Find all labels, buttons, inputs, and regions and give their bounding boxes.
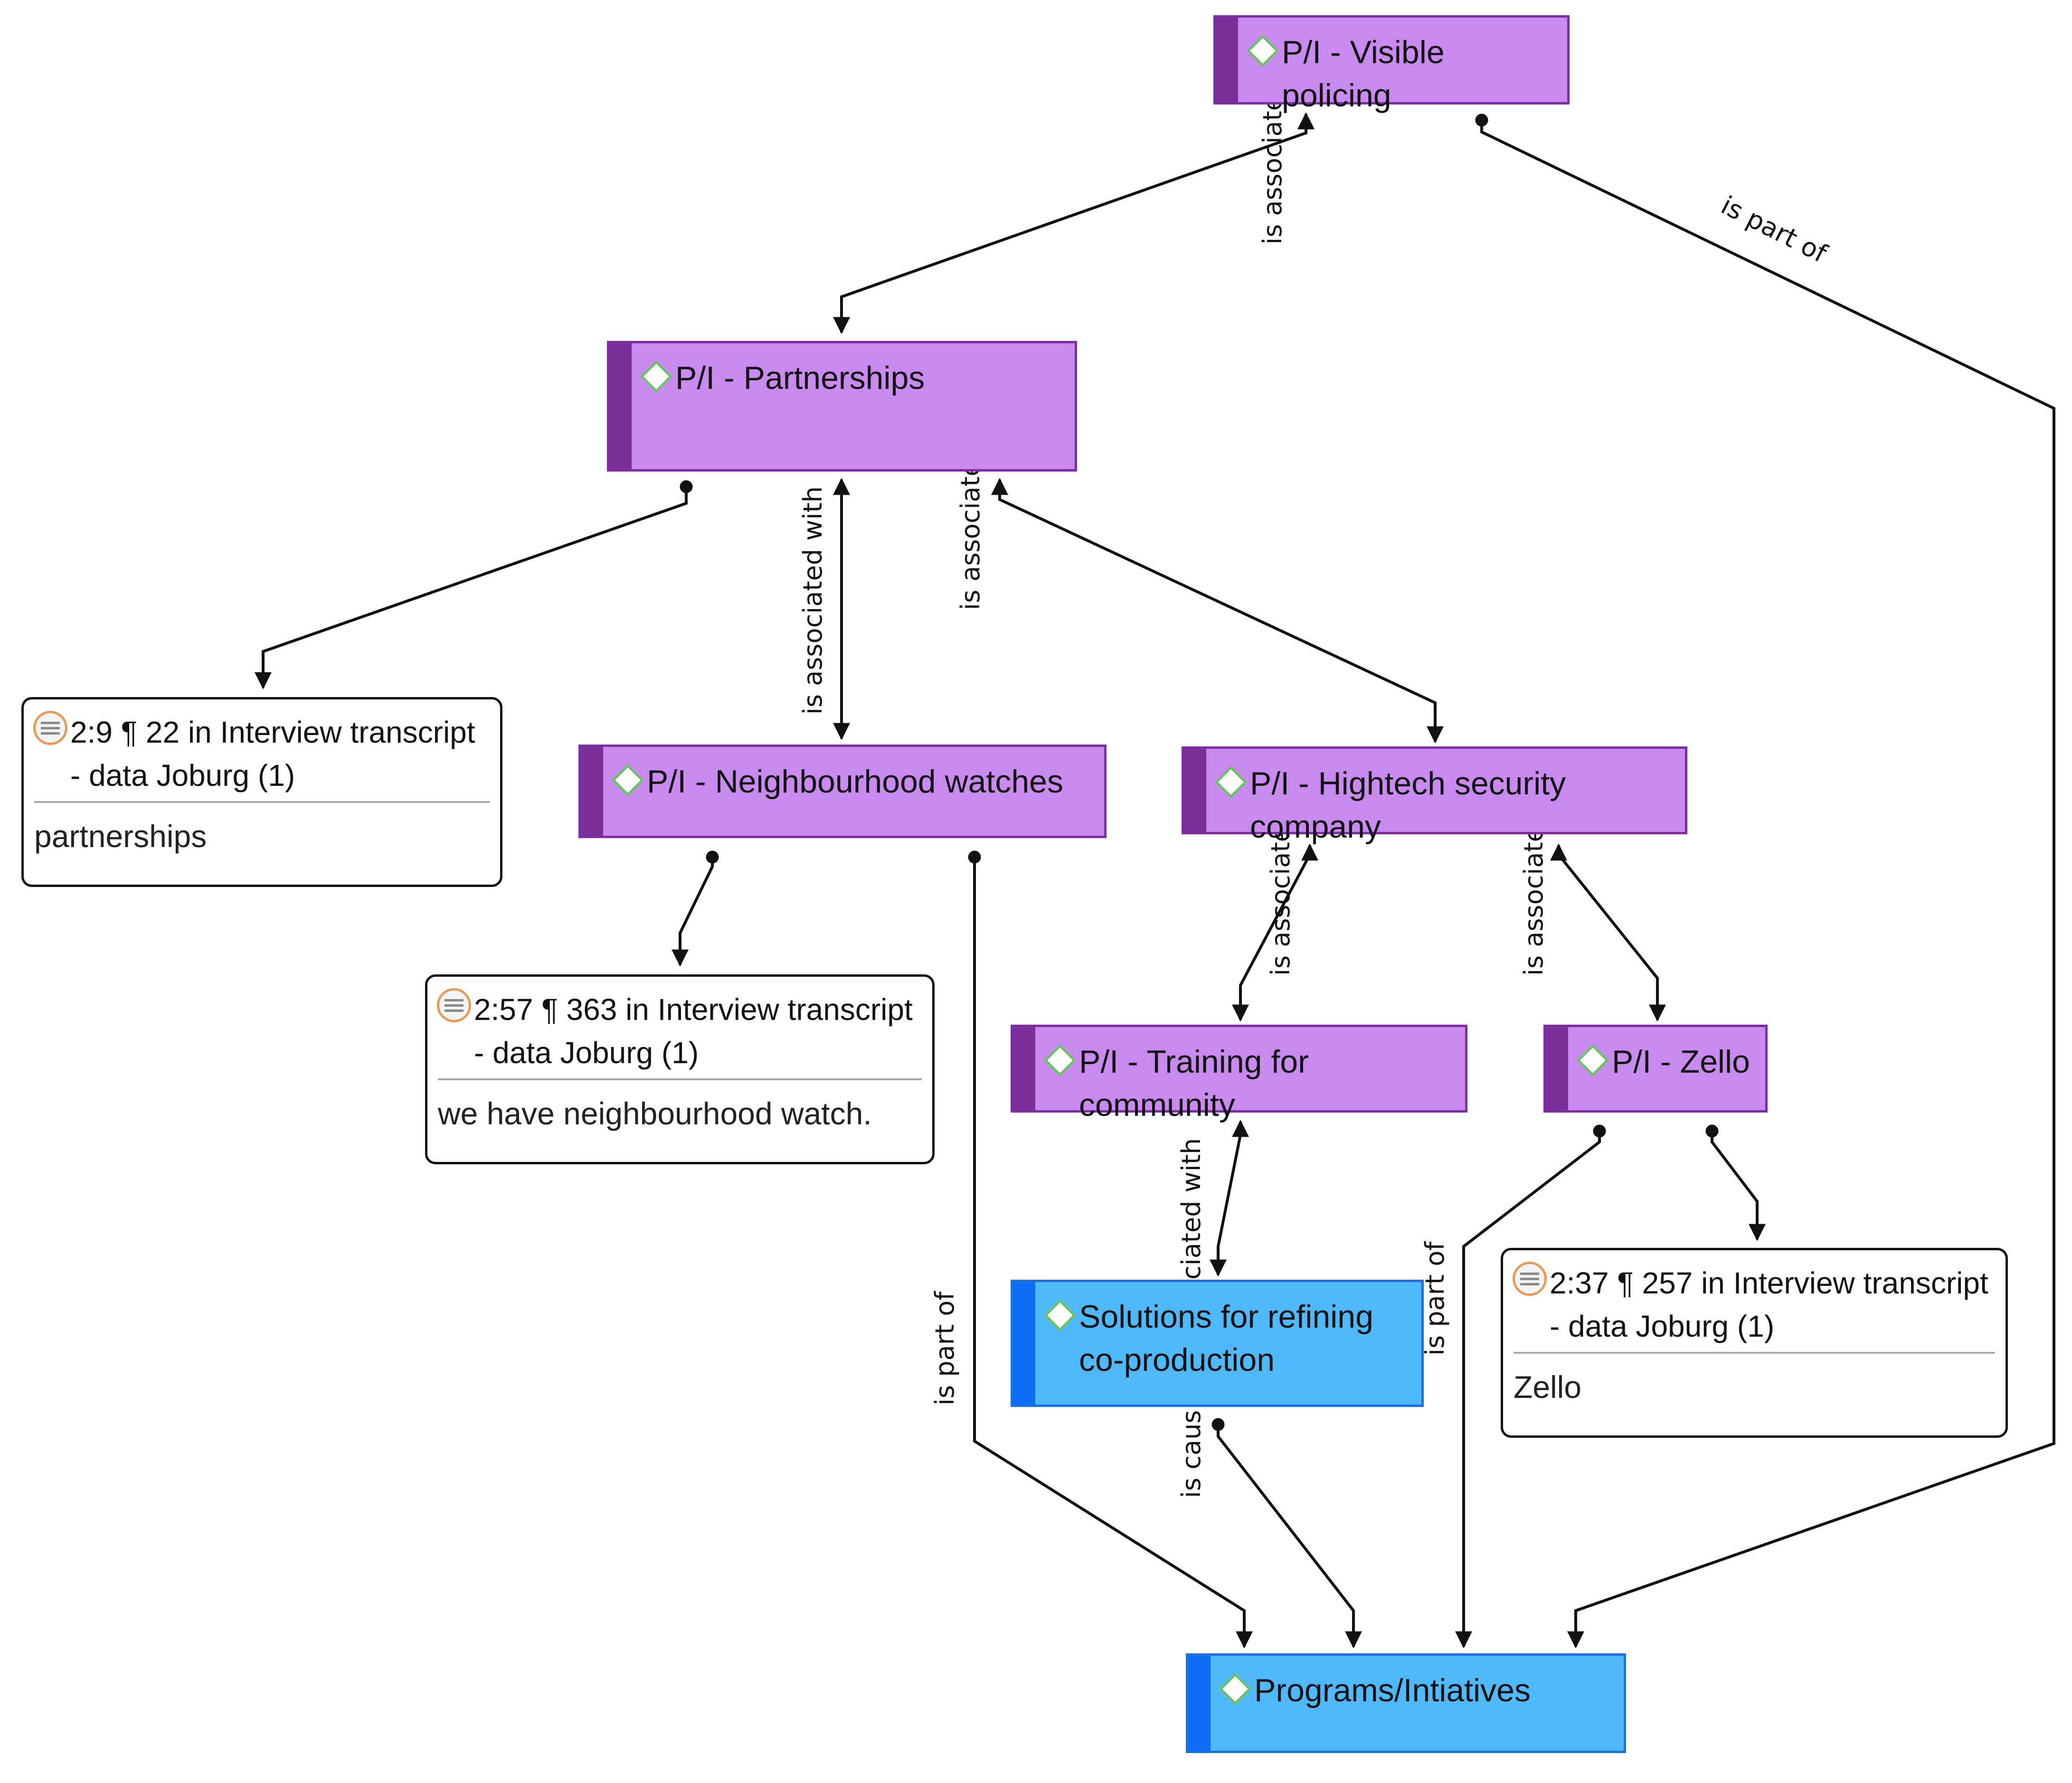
code-label: P/I - Neighbourhood watches [647,764,1063,800]
diamond-icon [1044,1044,1076,1076]
quotation-node-zello[interactable]: 2:37 ¶ 257 in Interview transcript - dat… [1501,1248,2008,1438]
edge-label-partnerships-neighbourhood: is associated with [798,486,828,715]
quotation-title: 2:9 ¶ 22 in Interview transcript - data … [70,715,475,792]
code-label: P/I - Training for community [1079,1044,1309,1123]
edge-hightech-zello[interactable] [1550,843,1666,1022]
quotation-divider [34,801,490,803]
quotation-divider [438,1078,922,1080]
code-node-strip [1188,1656,1211,1751]
edge-label-hightech-zello: is associate [1519,826,1549,976]
code-node-strip [581,747,603,836]
quotation-node-neighbourhood-watch[interactable]: 2:57 ¶ 363 in Interview transcript - dat… [425,974,935,1164]
diamond-icon [1247,35,1279,67]
code-label: P/I - Visible policing [1282,34,1445,113]
quotation-text: Zello [1514,1369,1582,1405]
quotation-title: 2:57 ¶ 363 in Interview transcript - dat… [474,992,913,1070]
code-node-partnerships[interactable]: P/I - Partnerships [607,341,1077,472]
code-label: P/I - Partnerships [675,360,925,396]
edge-training-solutions[interactable] [1210,1120,1249,1277]
code-label: Programs/Intiatives [1254,1672,1531,1708]
edge-label-partnerships-hightech: is associate [956,461,985,610]
edge-label-visible-policing-partnerships: is associate [1258,95,1287,245]
edge-label-solutions-programs: is caus [1176,1410,1206,1498]
code-label: Solutions for refining co-production [1079,1299,1373,1378]
code-node-visible-policing[interactable]: P/I - Visible policing [1213,15,1570,113]
quotation-divider [1514,1352,1995,1354]
code-node-neighbourhood-watches[interactable]: P/I - Neighbourhood watches [578,745,1107,838]
edge-partnerships-quote1[interactable] [255,480,693,689]
edge-label-neighbourhood-programs: is part of [930,1291,960,1406]
edge-label-zello-programs: is part of [1420,1241,1450,1356]
edge-label-hightech-training: is associate [1266,826,1296,976]
quotation-text: partnerships [34,819,207,854]
code-node-strip [1184,749,1206,832]
diamond-icon [1219,1673,1251,1705]
diamond-icon [1215,766,1247,798]
edge-partnerships-hightech[interactable] [991,478,1444,744]
quotation-text: we have neighbourhood watch. [438,1096,872,1131]
diamond-icon [1044,1299,1076,1331]
edge-neighbourhood-quote2[interactable] [672,850,719,967]
code-node-strip [1013,1027,1035,1110]
diamond-icon [640,360,672,393]
edge-visible-policing-partnerships[interactable] [833,112,1315,334]
code-node-training-for-community[interactable]: P/I - Training for community [1011,1025,1467,1123]
document-icon [437,988,471,1022]
code-label: P/I - Zello [1612,1044,1750,1080]
quotation-title: 2:37 ¶ 257 in Interview transcript - dat… [1550,1266,1988,1343]
code-node-zello[interactable]: P/I - Zello [1543,1025,1768,1113]
code-node-strip [1216,18,1238,102]
edge-solutions-programs[interactable] [1211,1418,1362,1649]
edge-label-visible-policing-programs: is part of [1716,190,1832,269]
code-node-strip [609,343,632,469]
edge-hightech-training[interactable] [1232,843,1318,1022]
code-node-strip [1013,1282,1035,1405]
diamond-icon [612,764,644,796]
code-node-solutions-co-production[interactable]: Solutions for refining co-production [1011,1280,1424,1407]
diamond-icon [1577,1044,1609,1076]
code-node-hightech-security-company[interactable]: P/I - Hightech security company [1182,746,1687,845]
code-node-programs-initiatives[interactable]: Programs/Intiatives [1186,1653,1626,1753]
document-icon [1513,1262,1547,1296]
edge-label-training-solutions: ciated with [1176,1138,1206,1280]
code-node-strip [1546,1027,1568,1110]
document-icon [33,711,67,745]
edge-zello-programs[interactable] [1455,1124,1606,1649]
edge-zello-quote3[interactable] [1705,1124,1766,1241]
code-label: P/I - Hightech security company [1250,765,1566,845]
quotation-node-partnerships[interactable]: 2:9 ¶ 22 in Interview transcript - data … [21,697,502,887]
